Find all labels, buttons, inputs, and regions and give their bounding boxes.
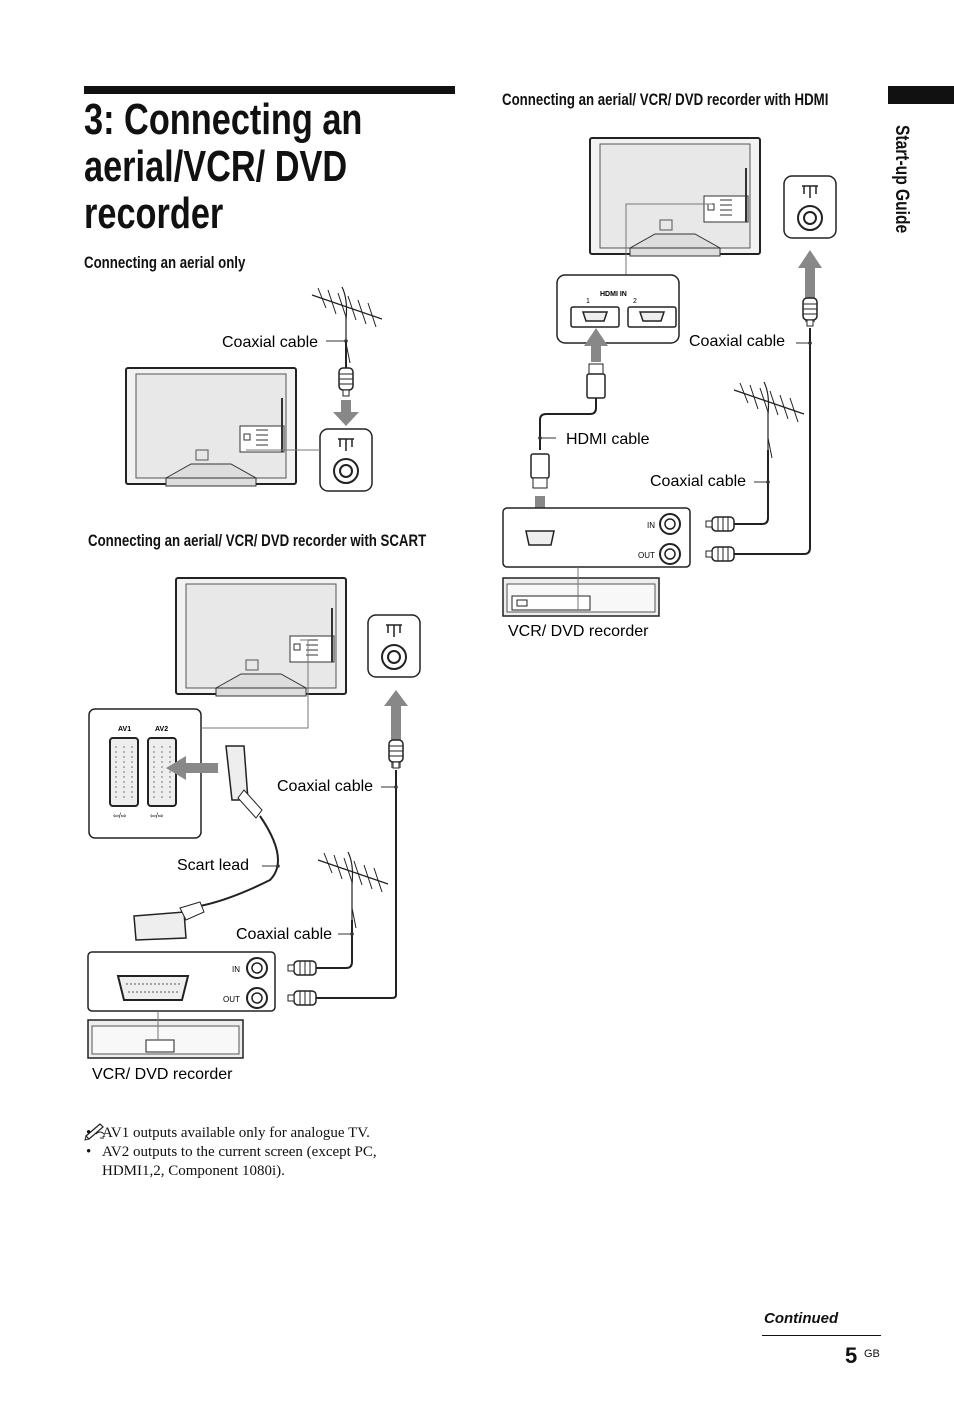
note-item: AV2 outputs to the current screen (excep… <box>84 1143 422 1181</box>
page-number: 5 <box>845 1343 858 1368</box>
section-heading-aerial-only: Connecting an aerial only <box>84 253 246 272</box>
in-label-hdmi: IN <box>647 521 655 530</box>
page-suffix: GB <box>864 1348 880 1360</box>
svg-text:⇦/⇨: ⇦/⇨ <box>113 813 127 820</box>
notes-block: AV1 outputs available only for analogue … <box>84 1124 422 1181</box>
hdmi-port-2-label: 2 <box>633 298 637 305</box>
hdmi-in-label: HDMI IN <box>600 291 627 298</box>
title-rule <box>84 86 455 94</box>
label-coaxial-cable-5: Coaxial cable <box>650 473 746 490</box>
label-coaxial-cable-1: Coaxial cable <box>222 334 318 351</box>
section-tab-marker <box>888 86 954 104</box>
out-label-hdmi: OUT <box>638 551 655 560</box>
title-line-3: recorder <box>84 189 224 238</box>
hdmi-port-1-label: 1 <box>586 298 590 305</box>
aerial-only-diagram <box>125 286 383 492</box>
av2-label: AV2 <box>155 726 168 733</box>
av1-label: AV1 <box>118 726 131 733</box>
out-label-scart: OUT <box>223 995 240 1004</box>
section-heading-hdmi: Connecting an aerial/ VCR/ DVD recorder … <box>502 90 829 109</box>
note-item: AV1 outputs available only for analogue … <box>84 1124 422 1143</box>
label-coaxial-cable-3: Coaxial cable <box>236 926 332 943</box>
title-line-1: 3: Connecting an <box>84 95 363 144</box>
label-hdmi-cable: HDMI cable <box>566 431 650 448</box>
footer-rule <box>762 1335 881 1336</box>
section-heading-scart: Connecting an aerial/ VCR/ DVD recorder … <box>88 531 427 550</box>
label-coaxial-cable-2: Coaxial cable <box>277 778 373 795</box>
in-label-scart: IN <box>232 965 240 974</box>
hdmi-diagram: HDMI IN 1 2 IN OUT <box>502 137 837 617</box>
label-coaxial-cable-4: Coaxial cable <box>689 333 785 350</box>
label-vcr-dvd-recorder-2: VCR/ DVD recorder <box>508 623 649 640</box>
svg-text:⇦/⇨: ⇦/⇨ <box>150 813 164 820</box>
continued-label: Continued <box>764 1310 839 1327</box>
scart-diagram: AV1 AV2 ⇦/⇨ ⇦/⇨ IN OUT <box>87 577 421 1059</box>
label-scart-lead: Scart lead <box>177 857 249 874</box>
label-vcr-dvd-recorder-1: VCR/ DVD recorder <box>92 1066 233 1083</box>
title-line-2: aerial/VCR/ DVD <box>84 142 348 191</box>
page-title: 3: Connecting an aerial/VCR/ DVD recorde… <box>84 96 362 237</box>
